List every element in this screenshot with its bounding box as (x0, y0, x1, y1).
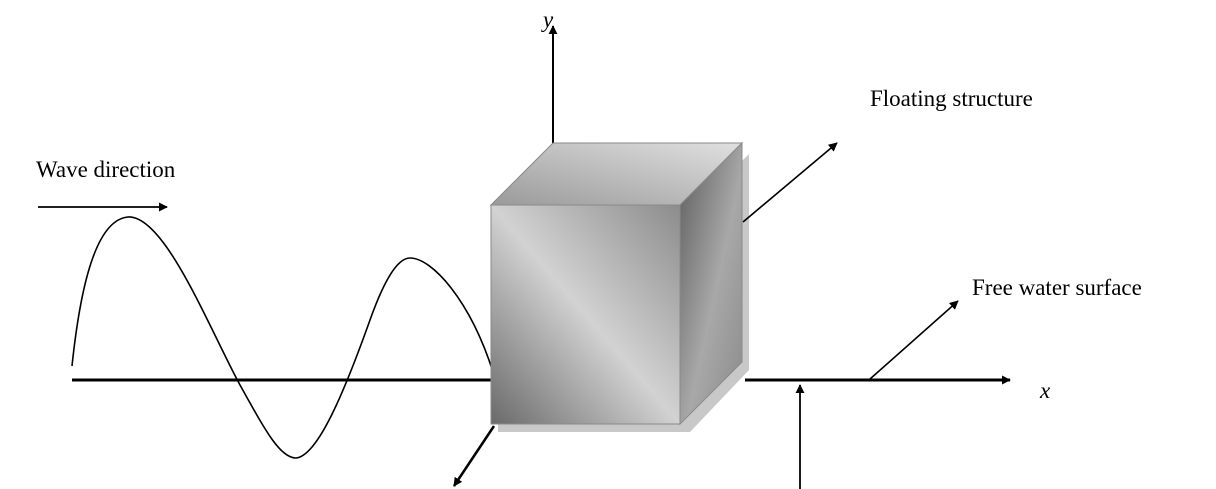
free-water-surface-label: Free water surface (972, 275, 1142, 300)
x-axis-label: x (1040, 378, 1051, 403)
wave-curve (71, 216, 494, 459)
cube-front-face (490, 204, 681, 425)
floating-structure-label: Floating structure (870, 86, 1033, 111)
y-axis-label: y (543, 7, 554, 32)
floating-structure-pointer (742, 142, 838, 223)
free-water-surface-pointer (869, 300, 959, 380)
wave-direction-label: Wave direction (36, 157, 176, 182)
z-axis (452, 425, 496, 487)
